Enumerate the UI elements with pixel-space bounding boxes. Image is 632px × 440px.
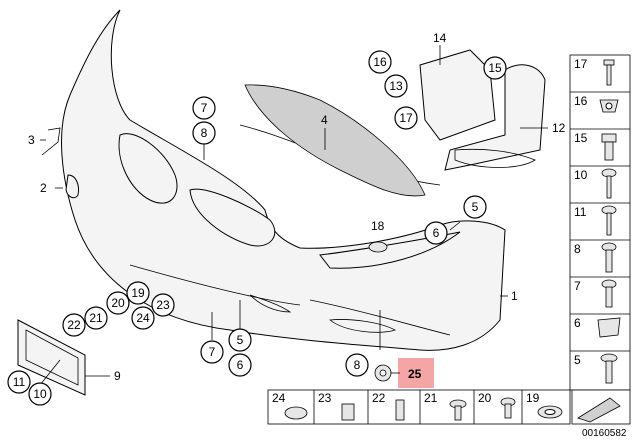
svg-text:5: 5 (237, 333, 244, 347)
clip-25-part[interactable] (374, 364, 392, 382)
label-12: 12 (552, 121, 566, 135)
label-1: 1 (511, 289, 518, 303)
svg-text:21: 21 (89, 311, 103, 325)
svg-text:6: 6 (237, 358, 244, 372)
callout-6-mid: 6 (228, 353, 252, 377)
svg-text:11: 11 (13, 375, 26, 389)
bracket-part[interactable] (41, 127, 61, 156)
side-item-label-1: 16 (574, 94, 588, 108)
callout-17: 17 (394, 106, 418, 130)
svg-text:25: 25 (408, 367, 422, 381)
svg-text:16: 16 (373, 55, 387, 69)
svg-text:8: 8 (354, 358, 361, 372)
callout-8-bottom: 8 (345, 353, 369, 377)
svg-text:7: 7 (201, 101, 208, 115)
callout-20: 20 (106, 291, 130, 315)
callout-5-mid: 5 (228, 328, 252, 352)
diagram-id: 00160582 (582, 428, 627, 439)
svg-text:20: 20 (111, 296, 125, 310)
svg-text:24: 24 (136, 311, 150, 325)
svg-text:6: 6 (433, 226, 440, 240)
side-item-label-2: 15 (574, 131, 588, 145)
callout-13: 13 (384, 74, 408, 98)
svg-text:15: 15 (488, 61, 502, 75)
callout-6-top: 6 (424, 221, 448, 245)
callout-24: 24 (131, 306, 155, 330)
callout-16: 16 (368, 50, 392, 74)
label-18: 18 (371, 219, 385, 233)
tow-hook-cover-part[interactable] (65, 174, 79, 199)
callout-15: 15 (483, 56, 507, 80)
side-item-label-6: 7 (574, 279, 581, 293)
side-item-label-4: 11 (574, 205, 587, 219)
svg-text:13: 13 (389, 79, 403, 93)
callout-22: 22 (62, 313, 86, 337)
callout-5-top: 5 (463, 195, 487, 219)
callout-21: 21 (84, 306, 108, 330)
svg-text:22: 22 (67, 318, 81, 332)
callout-11: 11 (7, 370, 31, 394)
svg-text:17: 17 (399, 111, 413, 125)
svg-text:7: 7 (209, 345, 216, 359)
license-plate-holder-part[interactable] (17, 319, 86, 396)
callout-8-top: 8 (192, 121, 216, 145)
side-item-label-0: 17 (574, 57, 588, 71)
callout-10: 10 (28, 382, 52, 406)
air-duct-assembly-part[interactable] (419, 49, 546, 171)
bottom-item-label-0: 24 (272, 391, 286, 405)
callout-19: 19 (126, 281, 150, 305)
label-2: 2 (40, 181, 47, 195)
callout-7-top: 7 (192, 96, 216, 120)
bottom-item-label-4: 20 (478, 391, 492, 405)
label-4: 4 (321, 113, 328, 127)
bottom-item-label-2: 22 (372, 391, 386, 405)
bottom-item-label-5: 19 (526, 391, 540, 405)
svg-text:23: 23 (156, 298, 170, 312)
bottom-item-label-1: 23 (318, 391, 332, 405)
callout-23: 23 (151, 293, 175, 317)
label-14: 14 (433, 31, 447, 45)
side-item-label-7: 6 (574, 316, 581, 330)
grille-part[interactable] (244, 84, 426, 197)
bottom-item-label-3: 21 (424, 391, 438, 405)
side-fastener-icons (597, 59, 621, 384)
side-item-label-5: 8 (574, 242, 581, 256)
scroll-arrow-icon (571, 389, 631, 425)
side-item-label-8: 5 (574, 353, 581, 367)
svg-text:8: 8 (201, 126, 208, 140)
callout-7-mid: 7 (200, 340, 224, 364)
bottom-fastener-icons (284, 397, 563, 421)
svg-text:19: 19 (131, 286, 145, 300)
svg-text:10: 10 (33, 387, 47, 401)
leader-lines (39, 45, 548, 386)
label-9: 9 (114, 369, 121, 383)
clip-18-part[interactable] (368, 241, 388, 253)
svg-text:5: 5 (472, 200, 479, 214)
label-3: 3 (28, 133, 35, 147)
side-item-label-3: 10 (574, 168, 588, 182)
fastener-bottom-row (267, 389, 571, 425)
callout-25-highlight[interactable]: 25 (391, 358, 434, 388)
